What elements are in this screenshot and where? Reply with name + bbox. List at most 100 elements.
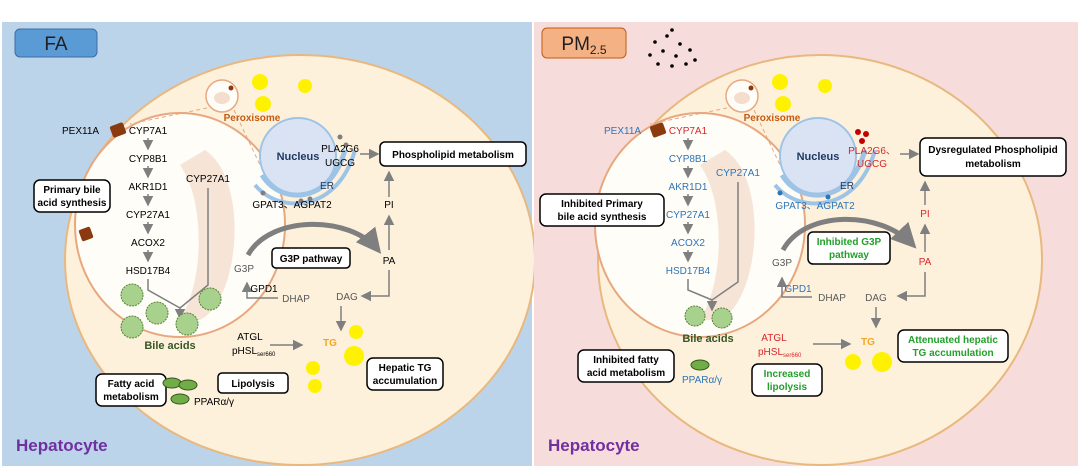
gpat-label: GPAT3、AGPAT2 [252, 200, 332, 211]
phospholipid-label-1: Dysregulated Phospholipid [928, 145, 1057, 156]
fatty-acid-label-1: Inhibited fatty [593, 355, 659, 366]
pm25-tag-label: PM2.5 [561, 34, 607, 57]
dhap-label: DHAP [818, 293, 846, 304]
hepatic-tg-label-1: Hepatic TG [379, 363, 432, 374]
pex11a-transporter-icon [649, 122, 667, 138]
lipid-droplet [872, 352, 892, 372]
fa-tag [14, 28, 98, 58]
phsl-label: pHSLser660 [232, 346, 276, 358]
dag-label: DAG [865, 293, 887, 304]
pm-particle [653, 40, 657, 44]
gpd1-label: GPD1 [784, 284, 812, 295]
gpat-label: GPAT3、AGPAT2 [775, 201, 855, 212]
g3p-label: G3P [234, 264, 254, 275]
hepatic-tg-label-2: accumulation [373, 376, 437, 387]
peroxisome-icon-core [214, 92, 230, 104]
peroxisome-icon-core [734, 92, 750, 104]
right-panel: PM2.5 Peroxisome PEX11A CYP7A1 CYP8B1 AK… [534, 22, 1078, 466]
chain-item: HSD17B4 [126, 266, 171, 277]
left-panel: FA Peroxisome PEX11A CYP7A1 CYP8B1 AKR1D… [2, 22, 536, 466]
primary-bile-label-1: Primary bile [43, 185, 101, 196]
bile-acid-blob [198, 287, 222, 311]
bile-acid-blob [120, 315, 144, 339]
lipid-droplet [255, 96, 271, 112]
pa-label: PA [919, 257, 932, 268]
pm25-tag [541, 27, 627, 59]
peroxisome-dash-1 [129, 107, 208, 125]
g3p-pathway-box [807, 231, 891, 265]
chain-item: HSD17B4 [666, 266, 711, 277]
pm-particle [665, 34, 669, 38]
enzyme-dot [859, 138, 865, 144]
bile-acids-label: Bile acids [144, 340, 195, 352]
lipid-droplet [344, 346, 364, 366]
chain-item: ACOX2 [131, 238, 165, 249]
enzyme-dot [825, 194, 831, 200]
pa-to-dag-arrow [896, 272, 926, 302]
pm-particle [670, 28, 674, 32]
phsl-label: pHSLser660 [758, 347, 802, 359]
g3p-pathway-arrow [245, 221, 382, 257]
cyp27-to-bile-arrow [706, 182, 739, 312]
enzyme-dot [307, 196, 313, 202]
atgl-label: ATGL [761, 333, 787, 344]
peroxisome-label: Peroxisome [224, 113, 281, 124]
bile-acid-blob [120, 283, 144, 307]
chain-item: CYP7A1 [669, 126, 708, 137]
chain-item: CYP7A1 [129, 126, 168, 137]
primary-bile-box [33, 179, 111, 213]
hepatic-tg-label-1: Attenuated hepatic [908, 335, 998, 346]
pm-particle [661, 49, 665, 53]
pm-particle [693, 58, 697, 62]
transporter-icon [78, 226, 94, 242]
g3p-pathway-label-1: Inhibited G3P [817, 237, 882, 248]
peroxisome-shading [700, 150, 755, 320]
fatty-acid-label-1: Fatty acid [108, 379, 155, 390]
peroxisome-icon-dot [748, 85, 754, 91]
lipid-droplet [252, 74, 268, 90]
cyp27a1-side-label: CYP27A1 [716, 168, 760, 179]
lipid-droplet [298, 79, 312, 93]
lipid-droplet [308, 379, 322, 393]
lipolysis-label-2: lipolysis [767, 382, 807, 393]
fatty-acid-box [95, 373, 167, 407]
ppar-label: PPARα/γ [194, 397, 234, 408]
dhap-label: DHAP [282, 294, 310, 305]
pm-particle [670, 64, 674, 68]
ugcg-label: UGCG [325, 158, 355, 169]
tg-label: TG [323, 338, 337, 349]
g3p-pathway-box [271, 247, 351, 269]
bile-acid-blob [175, 312, 199, 336]
bile-acid-blob [145, 301, 169, 325]
lipolysis-label: Lipolysis [231, 379, 275, 390]
er-label: ER [840, 181, 854, 192]
pa-to-dag-arrow [360, 270, 390, 302]
bile-acid-blob [711, 307, 733, 329]
ppar-receptor [170, 393, 190, 405]
lipid-droplet [772, 74, 788, 90]
phsl-sub: ser660 [257, 352, 276, 358]
chain-item: AKR1D1 [129, 182, 168, 193]
fatty-acid-label-2: acid metabolism [587, 368, 665, 379]
pm-particle [684, 62, 688, 66]
phsl-sub: ser660 [783, 353, 802, 359]
pi-label: PI [384, 200, 393, 211]
g3p-label: G3P [772, 258, 792, 269]
phospholipid-label: Phospholipid metabolism [392, 150, 514, 161]
tg-label: TG [861, 337, 875, 348]
nucleus-label: Nucleus [277, 151, 320, 163]
fa-tag-label: FA [44, 34, 68, 55]
hepatocyte-footer: Hepatocyte [548, 436, 640, 455]
phospholipid-label-2: metabolism [965, 159, 1021, 170]
pi-label: PI [920, 209, 929, 220]
chain-to-bile-arrow [687, 279, 713, 301]
enzyme-dot [777, 190, 783, 196]
primary-bile-box [539, 193, 665, 227]
atgl-label: ATGL [237, 332, 263, 343]
hepatic-tg-label-2: TG accumulation [912, 348, 993, 359]
lipid-droplet [306, 361, 320, 375]
enzyme-dot [343, 142, 349, 148]
bile-acid-blob [684, 305, 706, 327]
ppar-receptor [162, 377, 182, 389]
